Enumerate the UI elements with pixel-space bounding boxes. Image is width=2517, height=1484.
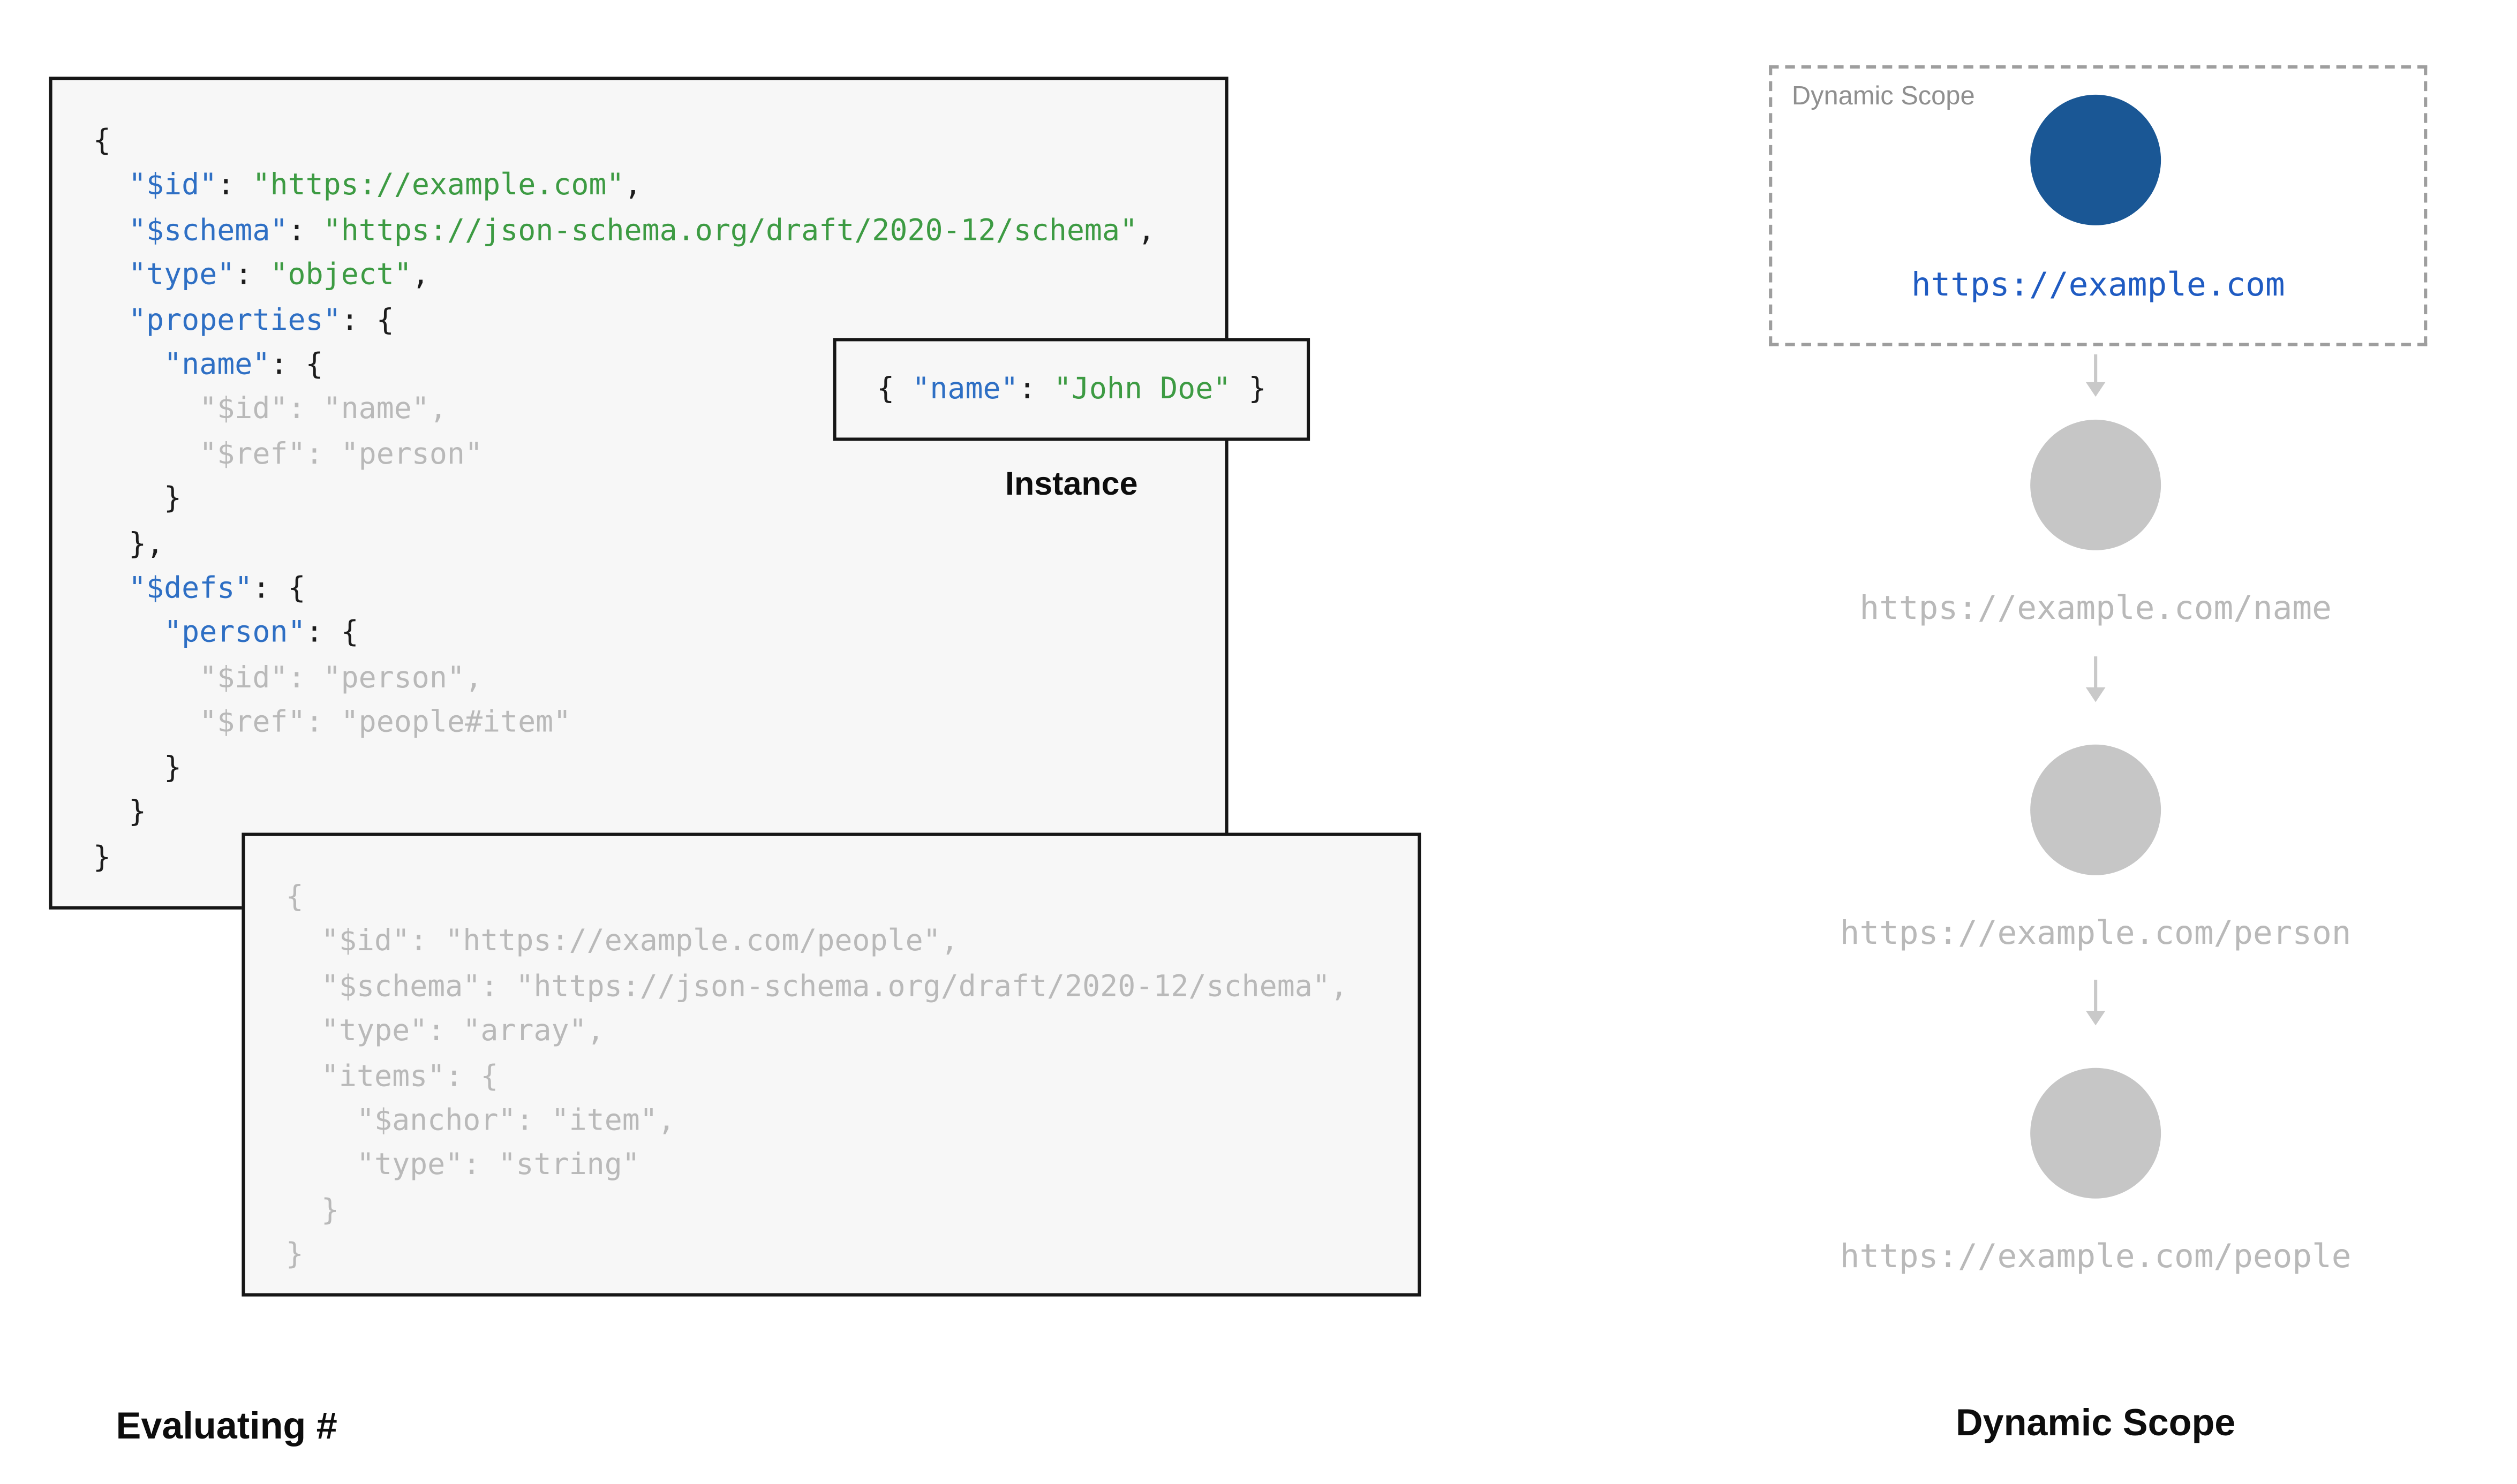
main-schema-code: { "$id": "https://example.com", "$schema… [93,124,1156,875]
instance-box: { "name": "John Doe" } [833,338,1310,441]
scope-node-circle [2030,744,2161,875]
people-schema-box: { "$id": "https://example.com/people", "… [242,832,1421,1297]
arrow-down-icon [2085,354,2106,397]
scope-node-url: https://example.com/name [1859,588,2332,627]
instance-label: Instance [1005,467,1138,503]
arrow-down-icon [2085,656,2106,702]
dynamic-scope-box-label: Dynamic Scope [1791,83,1975,111]
main-schema-box: { "$id": "https://example.com", "$schema… [49,77,1229,910]
arrow-down-icon [2085,980,2106,1026]
scope-node-circle [2030,419,2161,550]
dynamic-scope-caption: Dynamic Scope [1955,1400,2236,1444]
dynamic-scope-box: Dynamic Scope https://example.com [1769,65,2428,346]
people-schema-code: { "$id": "https://example.com/people", "… [285,880,1348,1273]
instance-code: { "name": "John Doe" } [877,372,1267,406]
evaluating-caption: Evaluating # [116,1404,337,1447]
scope-node-url: https://example.com/person [1840,912,2352,952]
scope-node-url: https://example.com/people [1840,1236,2352,1276]
scope-node-active-url: https://example.com [1911,264,2285,304]
scope-node-active-circle [2030,94,2161,225]
scope-node-circle [2030,1067,2161,1199]
